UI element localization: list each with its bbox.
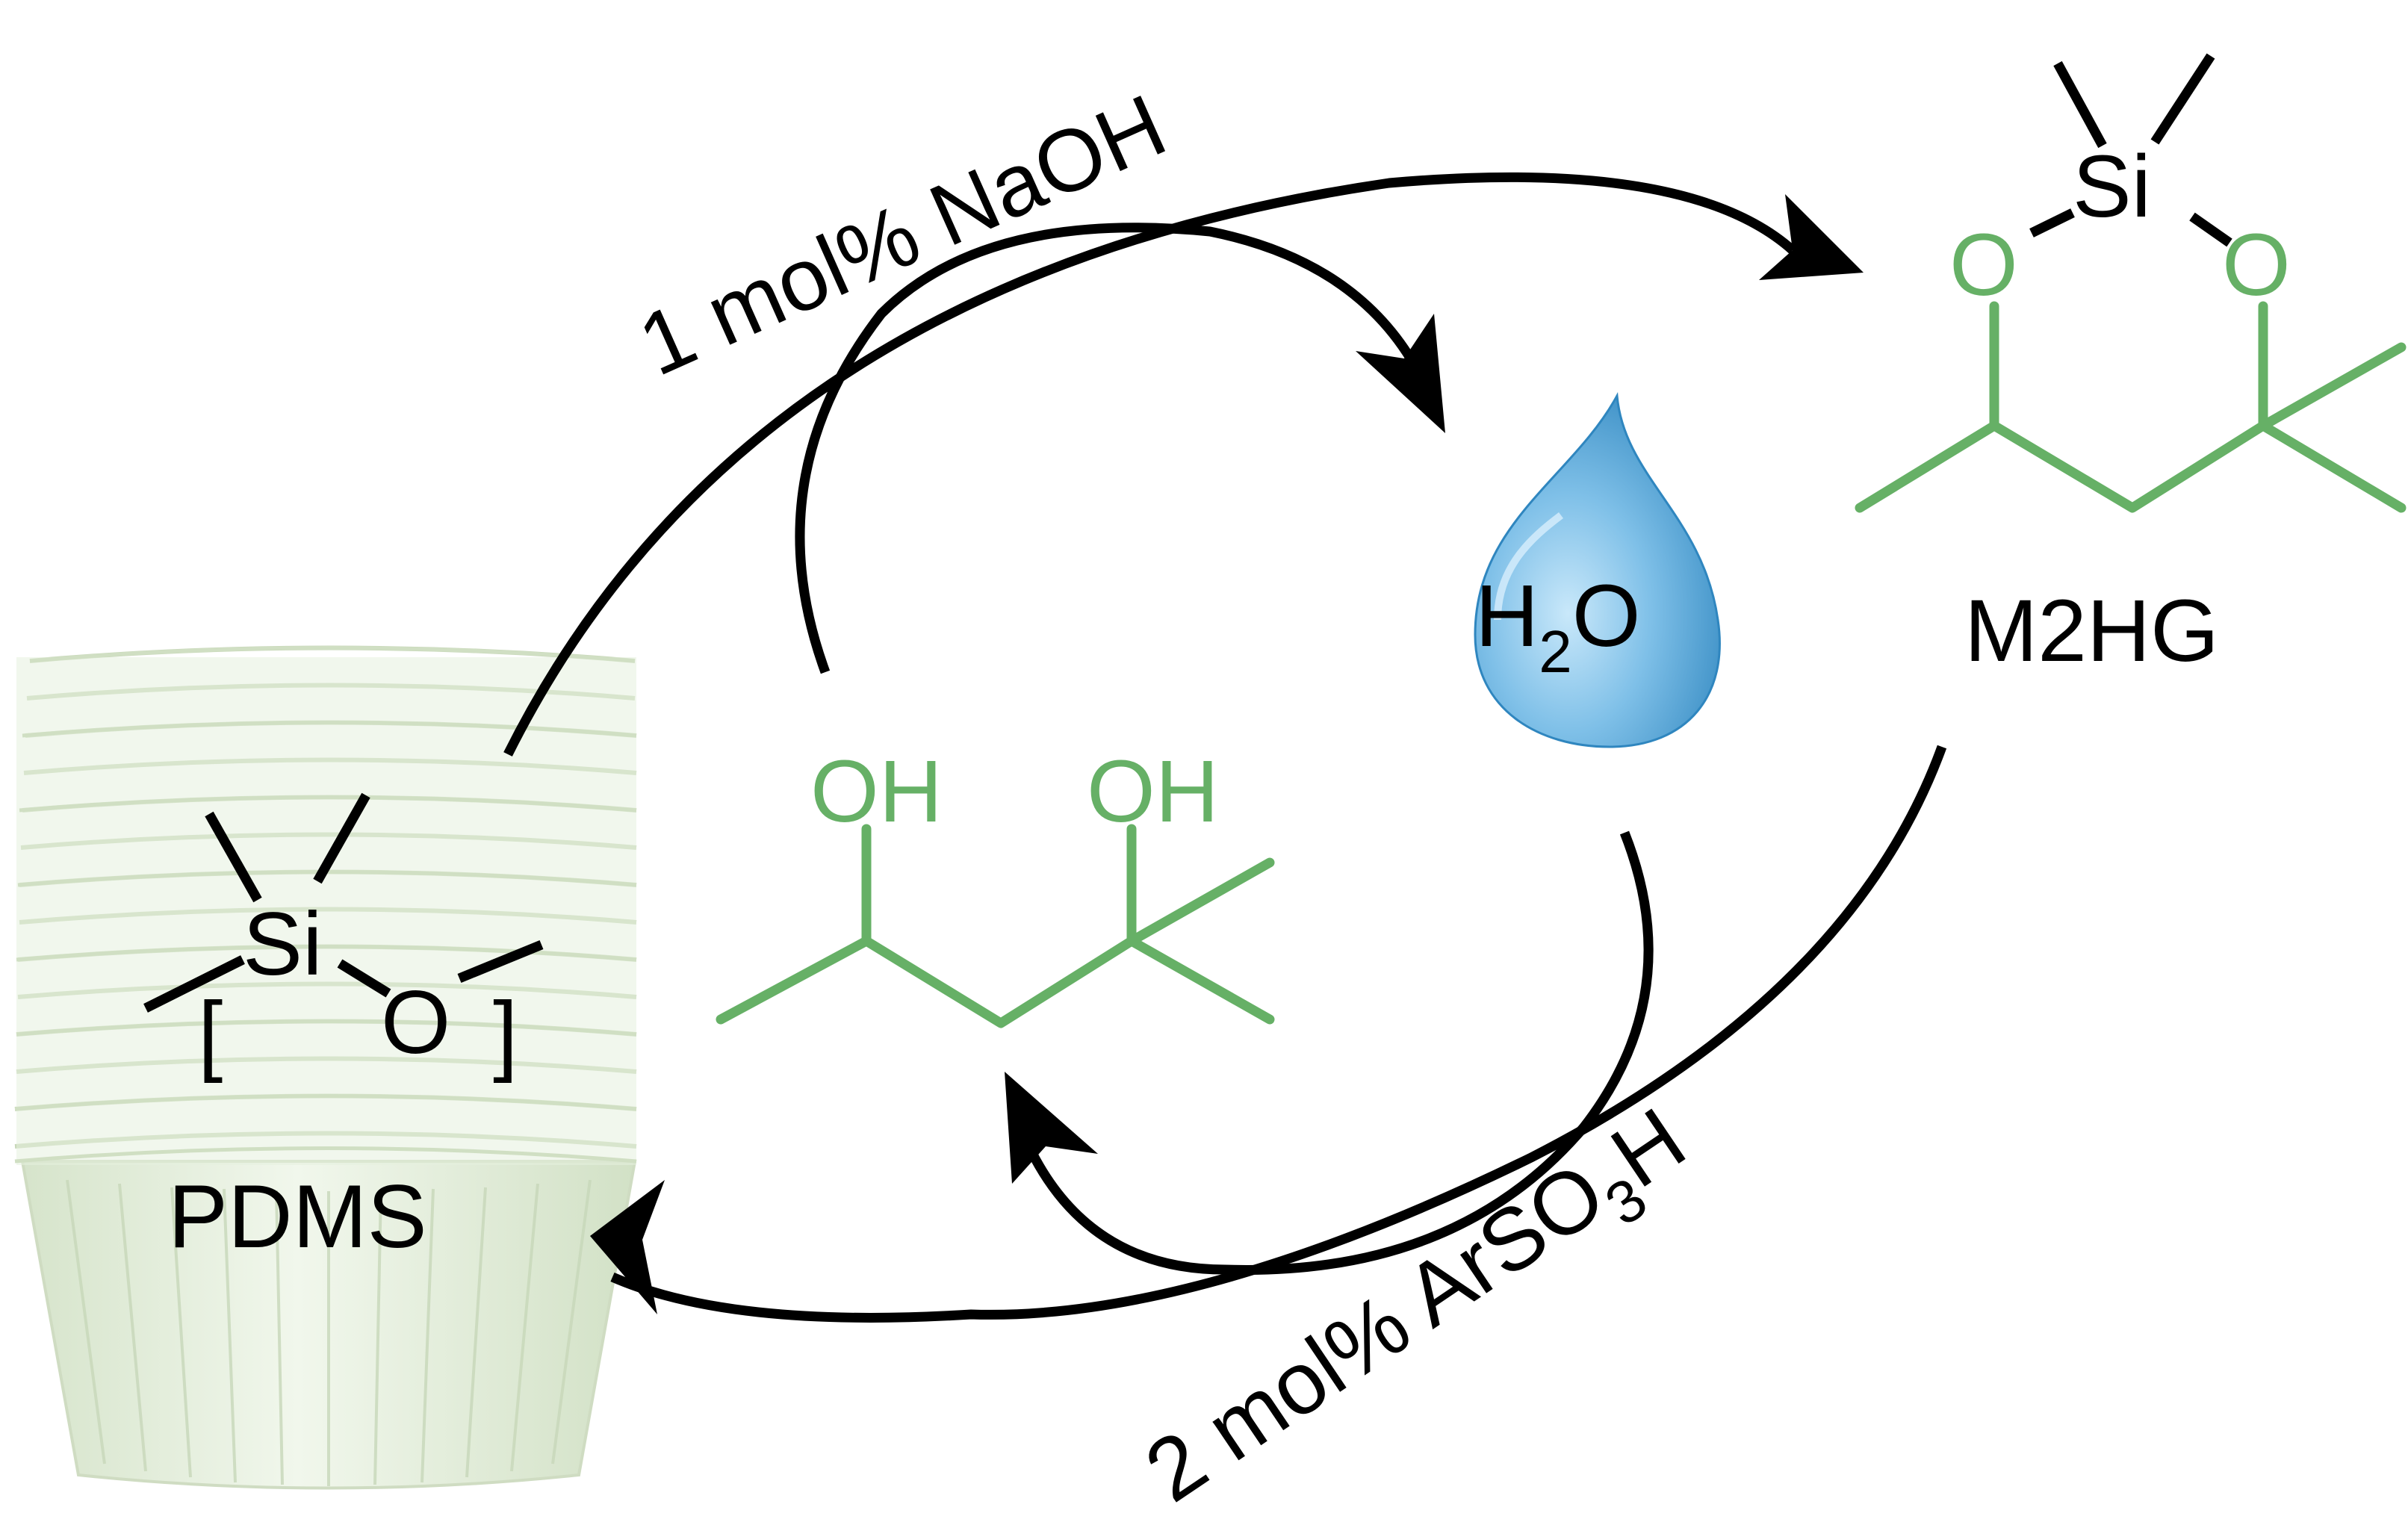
m2hg-label: M2HG xyxy=(1964,582,2219,680)
bottom-reagent-prefix: 2 mol% ArSO xyxy=(1129,1143,1622,1521)
arrow-water-to-diol xyxy=(1026,830,1654,1275)
pdms-methyl-bond-right xyxy=(313,792,370,884)
water-o: O xyxy=(1572,567,1641,665)
m2hg-si-label: Si xyxy=(2073,137,2151,236)
diol-oh-left: OH xyxy=(810,742,943,841)
pdms-bond-right xyxy=(457,939,544,984)
arrows xyxy=(503,172,1947,1323)
arrow-to-water xyxy=(795,223,1424,674)
pdms-o-label: O xyxy=(381,972,450,1072)
m2hg-o-left: O xyxy=(1949,216,2018,314)
pdms-label: PDMS xyxy=(168,1167,427,1267)
diol-structure: OH OH xyxy=(716,742,1275,1028)
pdms-structure: [ ] Si O PDMS xyxy=(143,792,544,1267)
bottom-reagent-label: 2 mol% ArSO3H xyxy=(1129,1090,1711,1521)
m2hg-o-right: O xyxy=(2222,216,2291,314)
water-formula: H2O xyxy=(1475,567,1641,685)
m2hg-methyl-left xyxy=(2053,60,2107,149)
arrowhead-water xyxy=(1356,314,1445,433)
m2hg-methyl-right xyxy=(2150,53,2215,145)
arrowheads xyxy=(590,194,1864,1314)
m2hg-structure: Si O O M2HG xyxy=(1855,53,2407,680)
pdms-si-label: Si xyxy=(243,894,323,994)
arrowhead-diol xyxy=(1005,1072,1098,1184)
pdms-bond-left xyxy=(143,955,245,1013)
pdms-bond-si-o xyxy=(337,959,391,998)
water-h: H xyxy=(1475,567,1539,665)
arrow-m2hg-to-pdms xyxy=(610,745,1947,1323)
arrowhead-m2hg xyxy=(1759,194,1864,280)
diol-oh-right: OH xyxy=(1087,742,1219,841)
pdms-bracket-left: [ xyxy=(198,984,223,1084)
arrowhead-pdms xyxy=(590,1180,665,1314)
water-subscript: 2 xyxy=(1539,618,1572,685)
pdms-methyl-bond-left xyxy=(205,811,262,903)
silicone-cups-stack-icon xyxy=(14,645,637,1490)
top-reagent-label: 1 mol% NaOH xyxy=(625,75,1180,394)
pdms-bracket-right: ] xyxy=(493,984,518,1084)
water-drop-icon: H2O xyxy=(1474,391,1721,748)
